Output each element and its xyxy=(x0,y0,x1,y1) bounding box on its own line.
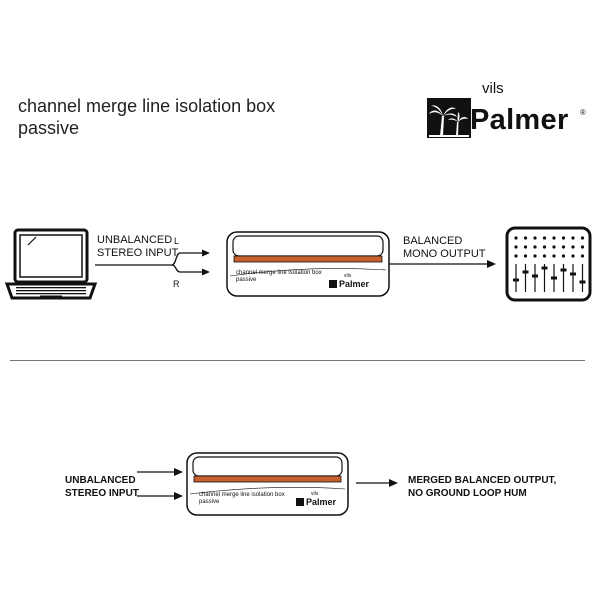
right-channel-label: R xyxy=(173,279,180,289)
bottom-output-label-line-2: NO GROUND LOOP HUM xyxy=(408,488,527,499)
mixer-knob-dot xyxy=(552,254,556,258)
mixer-fader-cap xyxy=(551,276,557,280)
top-output-label-line-1: BALANCED xyxy=(403,235,463,247)
mixer-knob-dot xyxy=(561,236,566,240)
bottom-input-arrows xyxy=(137,468,183,500)
bottom-output-label-line-1: MERGED BALANCED OUTPUT, xyxy=(408,475,557,486)
mixer-knob-dot xyxy=(542,245,547,249)
bottom-device-text: channel merge line isolation box passive xyxy=(199,492,285,506)
output-arrow xyxy=(389,260,496,268)
top-input-label-line-1: UNBALANCED xyxy=(97,234,173,246)
mixer-fader-cap xyxy=(522,270,529,274)
mixer-fader-cap xyxy=(532,274,538,278)
mixer-knob-dot xyxy=(580,254,585,258)
mixer-knob-dot xyxy=(580,236,585,240)
top-output-label: BALANCED MONO OUTPUT xyxy=(403,235,486,261)
mixer-knob-dot xyxy=(552,236,556,240)
top-input-label-line-2: STEREO INPUT xyxy=(97,247,179,259)
mixer-knob-dot xyxy=(561,254,566,258)
mixer-faders xyxy=(513,264,586,292)
mixer-fader-cap xyxy=(513,278,519,282)
section-divider xyxy=(10,360,585,361)
top-diagram xyxy=(4,226,592,302)
mixer-knob-dot xyxy=(514,245,518,249)
bottom-device-brand: Palmer xyxy=(306,497,337,507)
mixer-icon xyxy=(505,226,592,302)
bottom-input-label: UNBALANCED STEREO INPUT xyxy=(65,474,139,500)
mixer-knob-dot xyxy=(523,254,528,258)
mixer-knob-dot xyxy=(580,245,585,249)
bottom-device-brand-vils: vils xyxy=(311,491,319,497)
mixer-knob-dot xyxy=(523,236,528,240)
mixer-knob-dot xyxy=(571,245,575,249)
top-device-brand-vils: vils xyxy=(344,273,352,279)
title-line-2: passive xyxy=(18,118,80,138)
bottom-input-label-line-2: STEREO INPUT xyxy=(65,488,139,499)
top-device-text: channel merge line isolation box passive xyxy=(236,270,322,284)
brand-vils: vils xyxy=(482,80,504,97)
laptop-icon xyxy=(4,228,98,300)
top-output-label-line-2: MONO OUTPUT xyxy=(403,248,486,260)
page-title: channel merge line isolation box passive xyxy=(18,95,275,139)
mixer-knob-dot xyxy=(542,236,547,240)
bottom-device-text-line-2: passive xyxy=(199,499,220,505)
top-device-text-line-1: channel merge line isolation box xyxy=(236,270,322,276)
mixer-fader-cap xyxy=(541,266,548,270)
mixer-knob-dot xyxy=(533,254,537,258)
mixer-knob-dot xyxy=(571,254,575,258)
mixer-fader-cap xyxy=(570,272,576,276)
mixer-fader-cap xyxy=(560,268,567,272)
left-channel-label: L xyxy=(174,236,180,246)
input-connector xyxy=(95,249,210,276)
mixer-knob-dot xyxy=(514,254,518,258)
mixer-knob-dot xyxy=(561,245,566,249)
mixer-knob-dot xyxy=(514,236,518,240)
mixer-knob-dot xyxy=(571,236,575,240)
mixer-fader-cap xyxy=(579,280,586,284)
top-device-text-line-2: passive xyxy=(236,277,257,283)
bottom-output-label: MERGED BALANCED OUTPUT, NO GROUND LOOP H… xyxy=(408,474,556,500)
bottom-diagram xyxy=(137,452,398,516)
mixer-knob-dot xyxy=(533,236,537,240)
brand-name: Palmer xyxy=(470,104,569,136)
top-input-label: UNBALANCED STEREO INPUT xyxy=(97,234,178,260)
mixer-knob-dot xyxy=(542,254,547,258)
mixer-knob-dot xyxy=(523,245,528,249)
title-line-1: channel merge line isolation box xyxy=(18,96,276,116)
palm-tree-icon xyxy=(427,98,471,138)
brand-registered-mark: ® xyxy=(580,108,586,117)
bottom-device-box xyxy=(186,452,349,516)
bottom-input-label-line-1: UNBALANCED xyxy=(65,475,136,486)
bottom-output-arrow xyxy=(356,479,398,487)
mixer-knobs xyxy=(514,236,585,258)
mixer-knob-dot xyxy=(533,245,537,249)
bottom-device-text-line-1: channel merge line isolation box xyxy=(199,492,285,498)
mixer-knob-dot xyxy=(552,245,556,249)
top-device-brand: Palmer xyxy=(339,279,370,289)
